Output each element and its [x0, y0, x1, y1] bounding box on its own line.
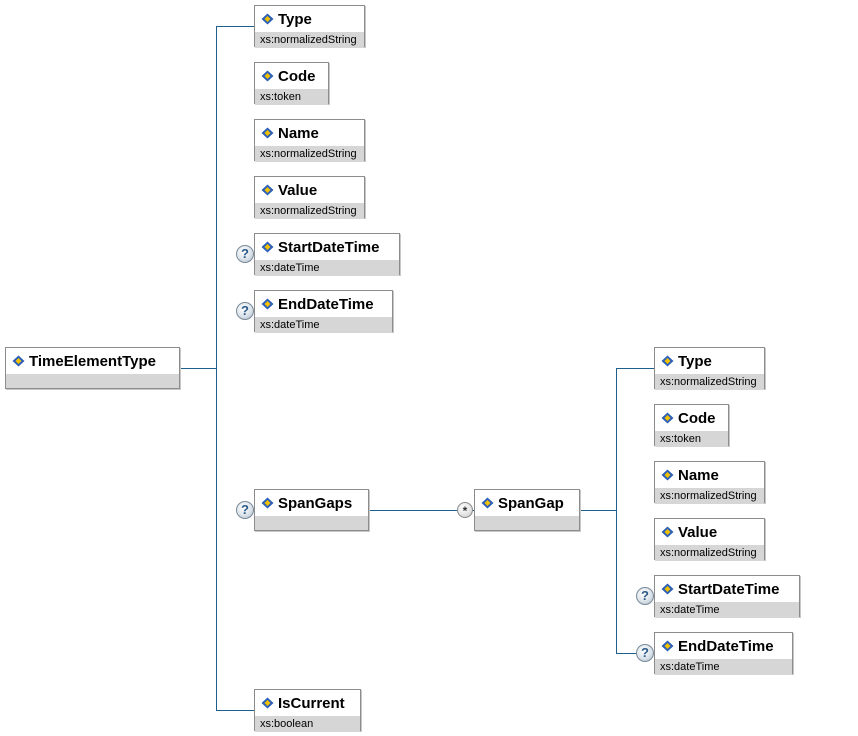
element-type: xs:token [255, 89, 328, 105]
element-type: xs:token [655, 431, 728, 447]
root-element-node[interactable]: TimeElementType [5, 347, 180, 389]
element-name: Code [278, 67, 316, 85]
element-node-name[interactable]: Name xs:normalizedString [654, 461, 765, 504]
element-type: xs:normalizedString [255, 203, 364, 219]
element-node-type[interactable]: Type xs:normalizedString [654, 347, 765, 390]
element-type: xs:normalizedString [655, 374, 764, 390]
element-name: EndDateTime [278, 295, 374, 313]
element-icon [661, 583, 674, 595]
element-name: StartDateTime [678, 580, 780, 598]
element-icon [261, 184, 274, 196]
element-name: EndDateTime [678, 637, 774, 655]
element-node-startdatetime[interactable]: StartDateTime xs:dateTime [254, 233, 400, 276]
element-node-code[interactable]: Code xs:token [654, 404, 729, 447]
element-type: xs:normalizedString [655, 545, 764, 561]
element-type [475, 516, 579, 530]
element-icon [261, 241, 274, 253]
element-name: Value [278, 181, 318, 199]
element-icon [661, 526, 674, 538]
element-icon [661, 412, 674, 424]
element-name: SpanGaps [278, 494, 353, 512]
element-name: Name [278, 124, 319, 142]
element-node-value[interactable]: Value xs:normalizedString [654, 518, 765, 561]
element-node-spangaps[interactable]: SpanGaps [254, 489, 369, 531]
element-node-code[interactable]: Code xs:token [254, 62, 329, 105]
element-name: StartDateTime [278, 238, 380, 256]
root-type-band [6, 374, 179, 388]
multiplicity-icon: * [457, 502, 473, 518]
element-icon [661, 355, 674, 367]
optional-icon: ? [636, 587, 654, 605]
element-node-enddatetime[interactable]: EndDateTime xs:dateTime [254, 290, 393, 333]
element-node-name[interactable]: Name xs:normalizedString [254, 119, 365, 162]
element-icon [661, 469, 674, 481]
element-name: SpanGap [498, 494, 564, 512]
element-type: xs:boolean [255, 716, 360, 732]
element-node-spangap[interactable]: SpanGap [474, 489, 580, 531]
element-type: xs:dateTime [655, 602, 799, 618]
element-icon [261, 298, 274, 310]
element-icon [261, 497, 274, 509]
element-icon [261, 13, 274, 25]
element-name: IsCurrent [278, 694, 345, 712]
element-type: xs:dateTime [255, 317, 392, 333]
element-icon [12, 355, 25, 367]
element-type: xs:normalizedString [255, 32, 364, 48]
element-type: xs:normalizedString [255, 146, 364, 162]
element-node-iscurrent[interactable]: IsCurrent xs:boolean [254, 689, 361, 732]
optional-icon: ? [236, 302, 254, 320]
element-type: xs:normalizedString [655, 488, 764, 504]
element-icon [481, 497, 494, 509]
element-name: Type [678, 352, 712, 370]
element-type: xs:dateTime [655, 659, 792, 675]
element-name: Code [678, 409, 716, 427]
element-node-enddatetime[interactable]: EndDateTime xs:dateTime [654, 632, 793, 675]
element-name: Type [278, 10, 312, 28]
element-name: Name [678, 466, 719, 484]
element-node-value[interactable]: Value xs:normalizedString [254, 176, 365, 219]
optional-icon: ? [236, 245, 254, 263]
element-node-type[interactable]: Type xs:normalizedString [254, 5, 365, 48]
element-icon [261, 697, 274, 709]
root-element-name: TimeElementType [29, 352, 156, 370]
element-icon [661, 640, 674, 652]
element-type [255, 516, 368, 530]
element-icon [261, 127, 274, 139]
element-icon [261, 70, 274, 82]
element-name: Value [678, 523, 718, 541]
optional-icon: ? [236, 501, 254, 519]
element-node-startdatetime[interactable]: StartDateTime xs:dateTime [654, 575, 800, 618]
element-type: xs:dateTime [255, 260, 399, 276]
optional-icon: ? [636, 644, 654, 662]
